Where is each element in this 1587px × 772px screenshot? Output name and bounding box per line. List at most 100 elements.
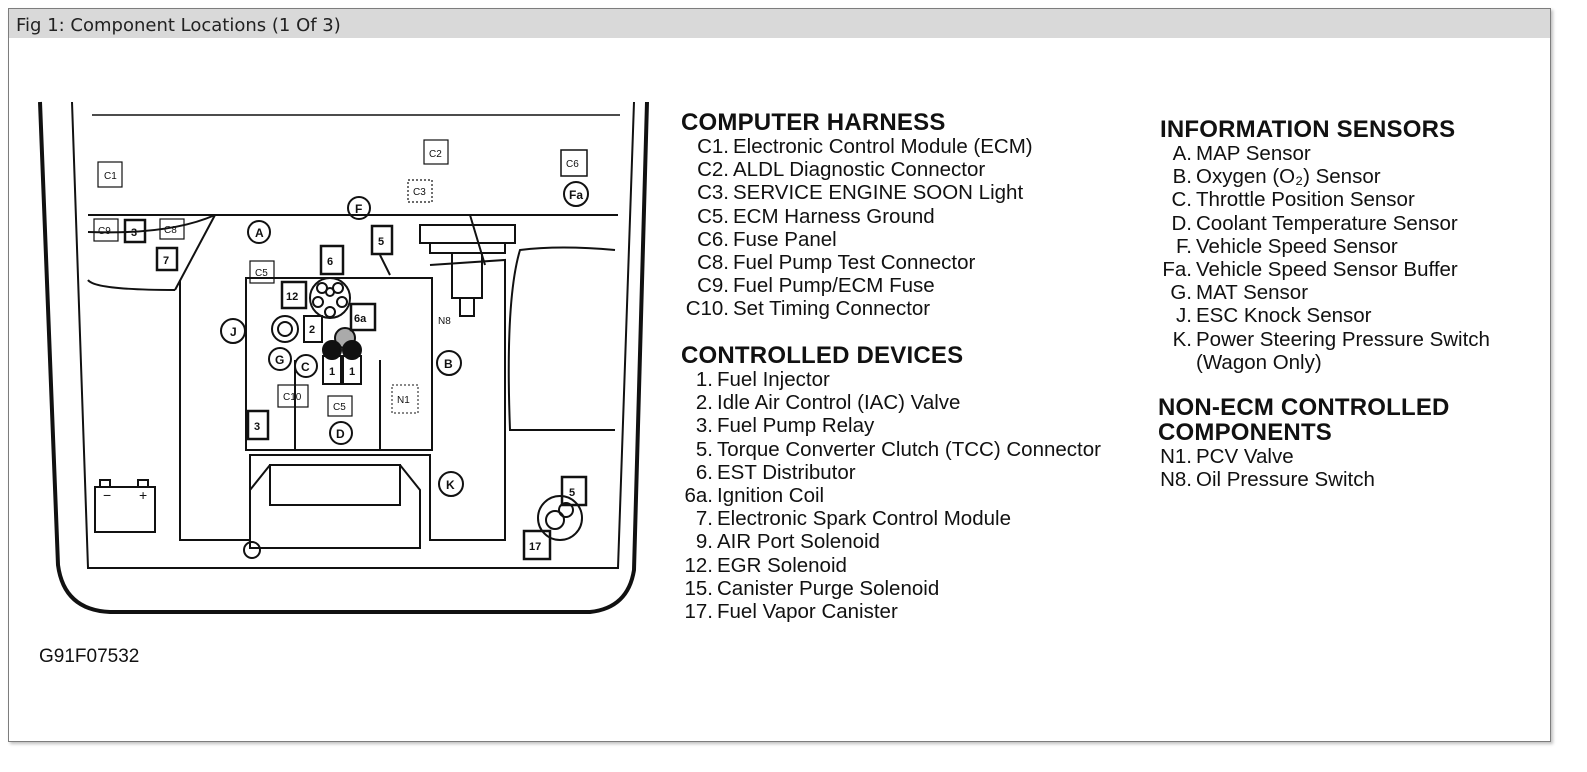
information-sensor-item: K.Power Steering Pressure Switch xyxy=(1160,328,1490,351)
controlled-device-item: 2.Idle Air Control (IAC) Valve xyxy=(681,391,1101,414)
battery: − + xyxy=(94,479,156,533)
controlled-device-item-text: AIR Port Solenoid xyxy=(717,530,880,554)
information-sensor-item-text: MAT Sensor xyxy=(1196,281,1309,305)
computer-harness-item-text: Fuel Pump/ECM Fuse xyxy=(733,274,935,298)
label-17: 17 xyxy=(529,541,541,553)
label-c9: C9 xyxy=(98,226,111,237)
label-fa: Fa xyxy=(569,188,583,202)
computer-harness-item-code: C3. xyxy=(697,181,729,205)
controlled-device-item-code: 7. xyxy=(695,507,713,531)
information-sensor-item-code: C. xyxy=(1171,188,1193,212)
label-c1: C1 xyxy=(104,171,117,182)
non-ecm-component-item: N1.PCV Valve xyxy=(1158,445,1450,468)
information-sensor-item-code: A. xyxy=(1172,142,1192,165)
label-a: A xyxy=(255,226,264,240)
window-title: Fig 1: Component Locations (1 Of 3) xyxy=(16,15,341,36)
computer-harness-item-code: C1. xyxy=(697,135,729,158)
title-bar: Fig 1: Component Locations (1 Of 3) xyxy=(9,9,1550,38)
information-sensor-item-text: Throttle Position Sensor xyxy=(1196,188,1415,212)
information-sensor-item-code: D. xyxy=(1171,211,1193,235)
information-sensor-item: C.Throttle Position Sensor xyxy=(1160,188,1490,211)
computer-harness-item-text: ECM Harness Ground xyxy=(733,204,935,228)
controlled-device-item-code: 6a. xyxy=(684,484,714,508)
information-sensor-item: G.MAT Sensor xyxy=(1160,281,1490,304)
label-12: 12 xyxy=(286,291,298,303)
computer-harness-item-text: Electronic Control Module (ECM) xyxy=(733,135,1033,158)
controlled-device-item-text: EST Distributor xyxy=(717,460,856,484)
controlled-device-item-text: Fuel Injector xyxy=(717,368,830,391)
label-5-upper: 5 xyxy=(378,236,384,248)
controlled-device-item-code: 17. xyxy=(684,600,714,624)
controlled-device-item-code: 1. xyxy=(695,368,713,391)
non-ecm-legend: NON-ECM CONTROLLED COMPONENTS N1.PCV Val… xyxy=(1158,395,1450,491)
computer-harness-item-text: Set Timing Connector xyxy=(733,297,931,321)
label-c6: C6 xyxy=(566,159,579,170)
device-number-labels: 3 7 5 6 12 6a 2 1 1 3 5 17 xyxy=(123,218,588,561)
information-sensor-item-text: Coolant Temperature Sensor xyxy=(1196,211,1458,235)
information-sensor-item-code: J. xyxy=(1176,304,1192,328)
label-n8: N8 xyxy=(438,316,451,327)
computer-harness-item-code: C5. xyxy=(697,204,729,228)
controlled-device-item-text: Idle Air Control (IAC) Valve xyxy=(717,391,961,415)
label-3-lower: 3 xyxy=(254,421,260,433)
controlled-device-item-text: Fuel Vapor Canister xyxy=(717,600,898,624)
information-sensor-item-text: Power Steering Pressure Switch xyxy=(1196,327,1490,351)
computer-harness-legend: COMPUTER HARNESS C1.Electronic Control M… xyxy=(681,110,1033,321)
controlled-device-item: 7.Electronic Spark Control Module xyxy=(681,507,1101,530)
label-c5-lower: C5 xyxy=(333,402,346,413)
information-sensor-item: D.Coolant Temperature Sensor xyxy=(1160,212,1490,235)
figure-code: G91F07532 xyxy=(39,646,140,667)
distributor xyxy=(271,277,351,343)
computer-harness-item-code: C9. xyxy=(697,274,729,298)
computer-harness-item: C3.SERVICE ENGINE SOON Light xyxy=(681,181,1033,204)
controlled-device-item-text: Ignition Coil xyxy=(717,484,825,508)
label-6: 6 xyxy=(327,256,333,268)
sensor-letter-labels: A F Fa J G C B D K xyxy=(220,181,589,497)
label-c2: C2 xyxy=(429,149,442,160)
label-1-left: 1 xyxy=(329,366,335,378)
controlled-device-item-text: EGR Solenoid xyxy=(717,553,847,577)
label-k: K xyxy=(446,478,455,492)
label-c8: C8 xyxy=(164,225,177,236)
battery-minus: − xyxy=(103,487,111,503)
controlled-device-item: 6a.Ignition Coil xyxy=(681,484,1101,507)
computer-harness-item: C2.ALDL Diagnostic Connector xyxy=(681,158,1033,181)
air-cleaner xyxy=(419,224,516,317)
computer-harness-item: C8.Fuel Pump Test Connector xyxy=(681,251,1033,274)
computer-harness-item-text: ALDL Diagnostic Connector xyxy=(733,158,986,182)
controlled-device-item-code: 2. xyxy=(695,391,713,415)
information-sensor-item: B.Oxygen (O₂) Sensor xyxy=(1160,165,1490,188)
canister xyxy=(243,495,583,559)
controlled-device-item: 1.Fuel Injector xyxy=(681,368,1101,391)
information-sensor-item-text: (Wagon Only) xyxy=(1196,350,1322,374)
information-sensor-item-code: B. xyxy=(1172,165,1192,189)
controlled-device-item-text: Fuel Pump Relay xyxy=(717,414,875,438)
non-ecm-heading-line2: COMPONENTS xyxy=(1158,419,1333,446)
label-j: J xyxy=(230,325,237,339)
computer-harness-heading: COMPUTER HARNESS xyxy=(681,109,946,136)
computer-harness-item-text: SERVICE ENGINE SOON Light xyxy=(733,181,1024,205)
controlled-device-item: 12.EGR Solenoid xyxy=(681,554,1101,577)
label-7: 7 xyxy=(163,255,169,267)
computer-harness-item: C1.Electronic Control Module (ECM) xyxy=(681,135,1033,158)
computer-harness-item: C10.Set Timing Connector xyxy=(681,297,1033,320)
information-sensor-item-text: Vehicle Speed Sensor xyxy=(1196,234,1398,258)
information-sensor-item-code: K. xyxy=(1172,327,1192,351)
dark-components xyxy=(322,327,362,360)
non-ecm-heading-line1: NON-ECM CONTROLLED xyxy=(1158,394,1450,421)
controlled-device-item: 6.EST Distributor xyxy=(681,461,1101,484)
controlled-device-item-code: 12. xyxy=(684,553,714,577)
label-c: C xyxy=(301,360,310,374)
information-sensor-item: J.ESC Knock Sensor xyxy=(1160,304,1490,327)
label-6a: 6a xyxy=(354,313,367,325)
information-sensor-item-code: G. xyxy=(1170,281,1192,305)
non-ecm-component-item-text: Oil Pressure Switch xyxy=(1196,468,1375,492)
information-sensor-item: A.MAP Sensor xyxy=(1160,142,1490,165)
controlled-device-item: 5.Torque Converter Clutch (TCC) Connecto… xyxy=(681,438,1101,461)
controlled-device-item-code: 3. xyxy=(695,414,713,438)
label-5-lower: 5 xyxy=(569,487,575,499)
controlled-device-item: 17.Fuel Vapor Canister xyxy=(681,600,1101,623)
